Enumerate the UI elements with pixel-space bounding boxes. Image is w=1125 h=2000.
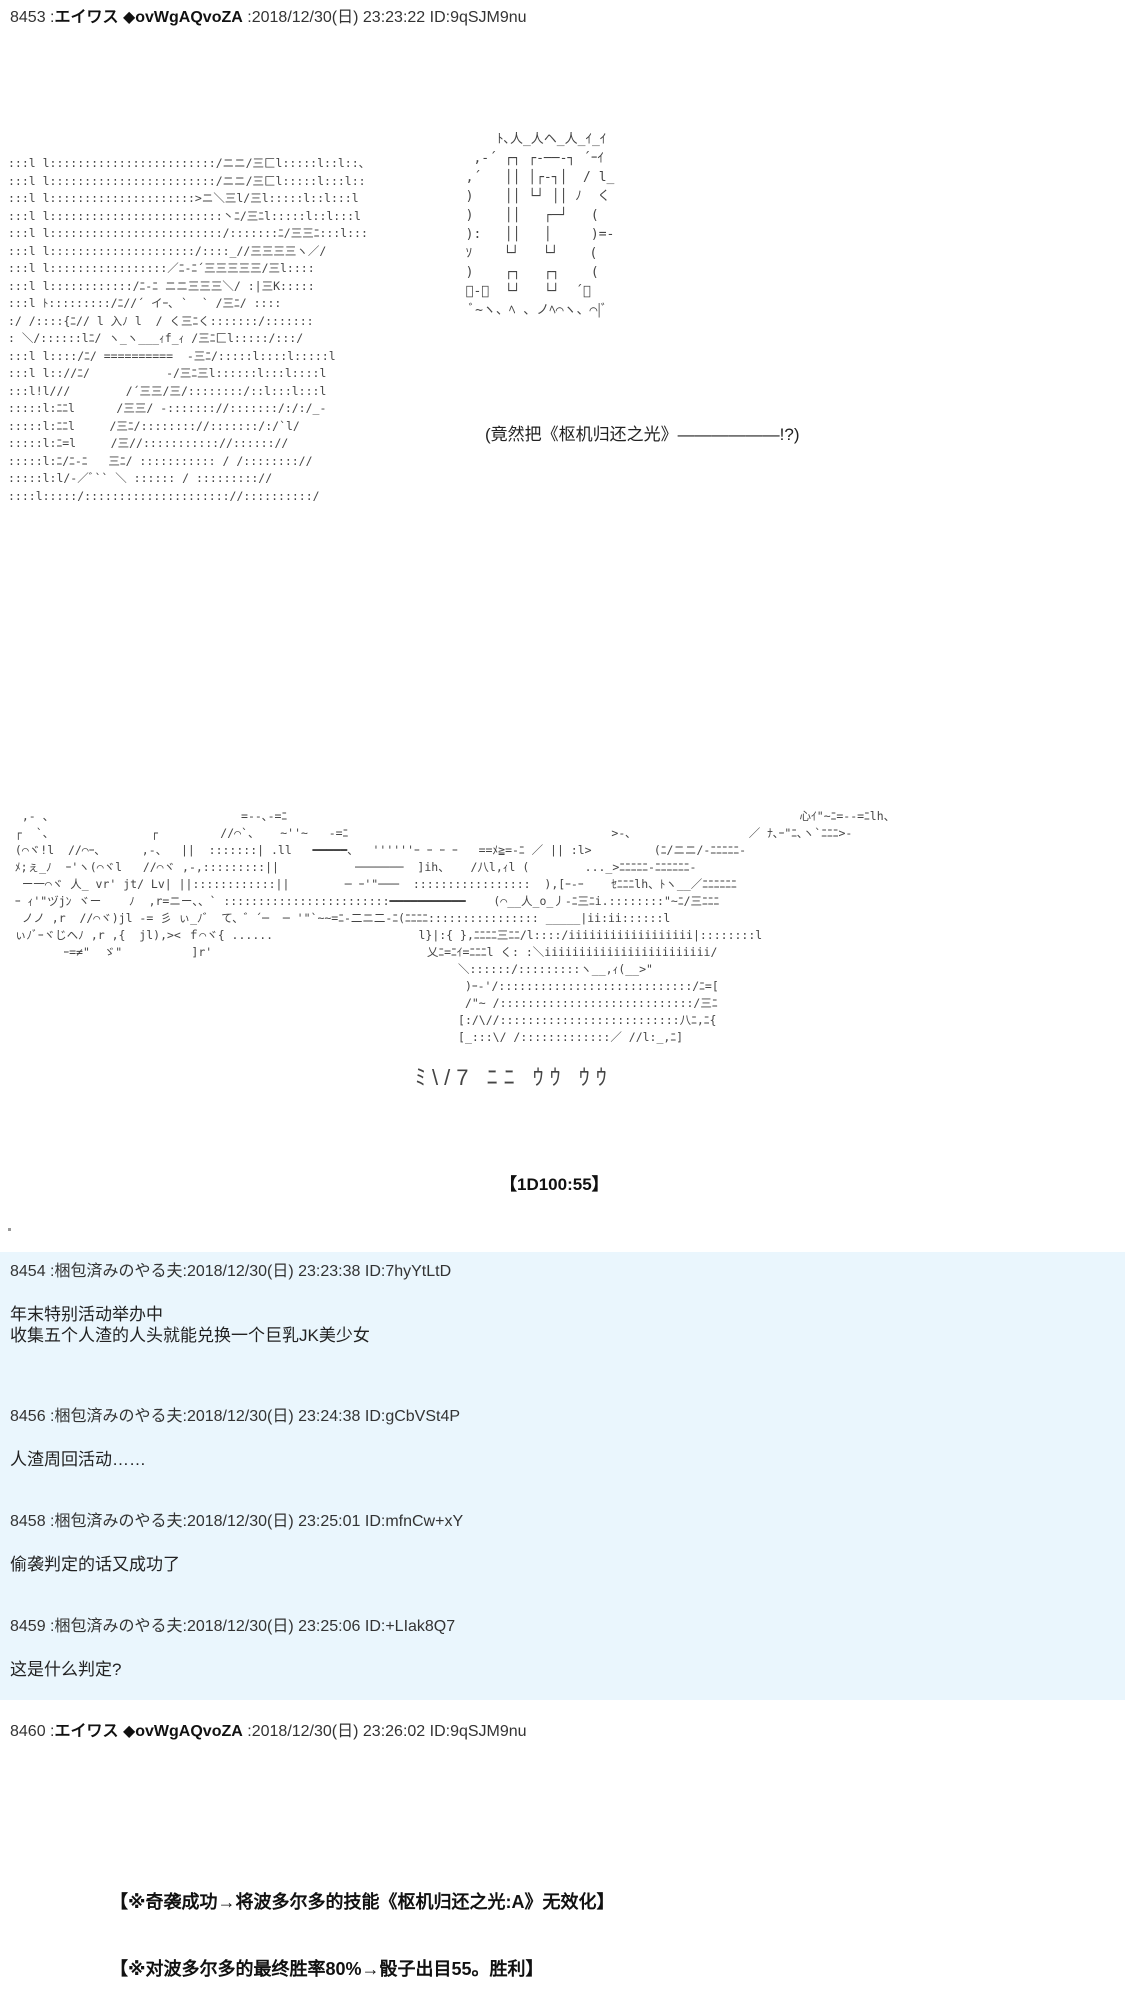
- post-id[interactable]: ID:9qSJM9nu: [429, 1723, 527, 1740]
- post-id[interactable]: ID:7hyYtLtD: [364, 1263, 452, 1280]
- divider-dot: [8, 1228, 11, 1231]
- reply-line: 偷袭判定的话又成功了: [10, 1555, 180, 1574]
- post-id[interactable]: ID:gCbVSt4P: [364, 1408, 461, 1425]
- post-header-8458: 8458 :梱包済みのやる夫:2018/12/30(日) 23:25:01 ID…: [10, 1513, 464, 1530]
- post-author: 梱包済みのやる夫: [54, 1513, 183, 1530]
- post-datetime: 2018/12/30(日) 23:24:38: [186, 1408, 361, 1425]
- caption-text: (竟然把《枢机归还之光》――――――!?): [485, 425, 800, 444]
- post-number: 8459: [10, 1618, 46, 1635]
- reply-line: 人渣周回活动……: [10, 1450, 146, 1469]
- reply-body: 偷袭判定的话又成功了: [10, 1554, 1110, 1575]
- post-header-8454: 8454 :梱包済みのやる夫:2018/12/30(日) 23:23:38 ID…: [10, 1263, 452, 1280]
- post-header-8459: 8459 :梱包済みのやる夫:2018/12/30(日) 23:25:06 ID…: [10, 1618, 456, 1635]
- post-number: 8453: [10, 9, 46, 26]
- post-id[interactable]: ID:+LIak8Q7: [364, 1618, 456, 1635]
- post-header-8456: 8456 :梱包済みのやる夫:2018/12/30(日) 23:24:38 ID…: [10, 1408, 461, 1425]
- post-datetime: 2018/12/30(日) 23:23:38: [186, 1263, 361, 1280]
- result-line-ambush: 【※奇袭成功→将波多尔多的技能《枢机归还之光:A》无效化】: [110, 1892, 615, 1912]
- reply-body: 年末特别活动举办中 收集五个人渣的人头就能兑换一个巨乳JK美少女: [10, 1304, 1110, 1346]
- ascii-art-exclamation-bubble: ﾄ､人_人ヘ_人_ｲ_ｲ ,-´ ┌┐ ┌‐──‐┐ ´ｰｲ ,´ ││ │┌‐…: [457, 132, 615, 318]
- reply-line: 年末特别活动举办中: [10, 1305, 163, 1324]
- post-datetime: 2018/12/30(日) 23:26:02: [251, 1723, 426, 1740]
- post-author: 梱包済みのやる夫: [54, 1408, 183, 1425]
- sound-effect-text: ﾐ\/7 ﾆﾆ ｳｳ ｳｳ: [415, 1065, 613, 1090]
- reply-8458: 8458 :梱包済みのやる夫:2018/12/30(日) 23:25:01 ID…: [10, 1512, 1110, 1575]
- reply-body: 这是什么判定?: [10, 1659, 1110, 1680]
- post-number: 8460: [10, 1723, 46, 1740]
- ascii-art-character: :::l l::::::::::::::::::::::::/ニニ/三匚l:::…: [8, 156, 368, 503]
- post-datetime: 2018/12/30(日) 23:25:06: [186, 1618, 361, 1635]
- post-number: 8454: [10, 1263, 46, 1280]
- post-author: 梱包済みのやる夫: [54, 1618, 183, 1635]
- reply-8459: 8459 :梱包済みのやる夫:2018/12/30(日) 23:25:06 ID…: [10, 1617, 1110, 1680]
- post-number: 8456: [10, 1408, 46, 1425]
- reply-8454: 8454 :梱包済みのやる夫:2018/12/30(日) 23:23:38 ID…: [10, 1262, 1110, 1346]
- reply-8456: 8456 :梱包済みのやる夫:2018/12/30(日) 23:24:38 ID…: [10, 1407, 1110, 1470]
- reply-line: 这是什么判定?: [10, 1660, 122, 1679]
- post-author: エイワス ◆ovWgAQvoZA: [54, 1723, 243, 1740]
- post-datetime: 2018/12/30(日) 23:23:22: [251, 9, 426, 26]
- reply-block: 8454 :梱包済みのやる夫:2018/12/30(日) 23:23:38 ID…: [0, 1252, 1125, 1700]
- post-author: エイワス ◆ovWgAQvoZA: [54, 9, 243, 26]
- post-author: 梱包済みのやる夫: [54, 1263, 183, 1280]
- reply-body: 人渣周回活动……: [10, 1449, 1110, 1470]
- dice-roll-result: 【1D100:55】: [500, 1175, 609, 1194]
- ascii-art-battle-scene: ,- 、 =--､-=ﾆ 心ｲ"~ﾆ=--=ﾆlh、 ┌ `、 ┌ //⌒`、 …: [14, 809, 896, 1044]
- post-id[interactable]: ID:mfnCw+xY: [364, 1513, 464, 1530]
- result-line-win-rate: 【※对波多尔多的最终胜率80%→骰子出目55。胜利】: [110, 1959, 544, 1979]
- post-number: 8458: [10, 1513, 46, 1530]
- reply-line: 收集五个人渣的人头就能兑换一个巨乳JK美少女: [10, 1326, 370, 1345]
- post-header-8460: 8460 :エイワス ◆ovWgAQvoZA :2018/12/30(日) 23…: [10, 1723, 527, 1740]
- post-datetime: 2018/12/30(日) 23:25:01: [186, 1513, 361, 1530]
- post-id[interactable]: ID:9qSJM9nu: [429, 9, 527, 26]
- post-header-8453: 8453 :エイワス ◆ovWgAQvoZA :2018/12/30(日) 23…: [10, 9, 527, 26]
